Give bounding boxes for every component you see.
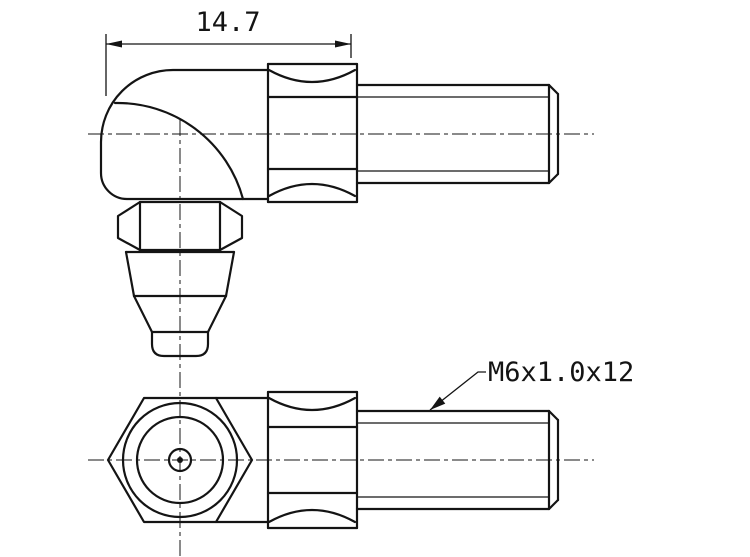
housing-outline [99,68,270,201]
threaded-stud-plan [355,409,560,511]
hex-nut-plan [266,390,359,530]
boot-left-side [124,250,136,298]
hex-plan-chamfer-arc-top [267,396,357,412]
width-dimension: 14.7 [105,7,352,96]
taper-left-side [132,294,154,334]
stud-plan-chamfer-top [547,409,560,422]
socket-outer-circle [121,401,239,519]
stud-side-chamfer-bottom [547,172,560,185]
center-dot [177,457,183,463]
threaded-stud-side [355,83,560,185]
boot-right-side [224,250,236,298]
leader-arrow [430,396,446,410]
hex-side-chamfer-arc-bottom [267,182,357,198]
hex-plan-chamfer-arc-bottom [267,508,357,524]
taper-right-side [206,294,228,334]
thread-spec-label: M6x1.0x12 [488,357,634,388]
centerlines [88,120,594,556]
top-view [99,62,560,358]
ball-socket-seam-arc [113,101,245,201]
hex-nut-side [266,62,359,204]
bottom-view [106,390,560,530]
ball-stud-stem [116,200,244,358]
stud-side-chamfer-top [547,83,560,96]
center-hole-circle [167,447,193,473]
thread-callout: M6x1.0x12 [429,357,634,411]
dimension-arrow-right [335,40,351,48]
leader-line [429,371,486,411]
stem-end-cap [150,330,210,358]
hex-side-chamfer-arc-top [267,68,357,84]
dimension-arrow-left [106,40,122,48]
ball-circle [135,415,225,505]
dimension-value: 14.7 [195,7,260,38]
stud-plan-chamfer-bottom [547,498,560,511]
